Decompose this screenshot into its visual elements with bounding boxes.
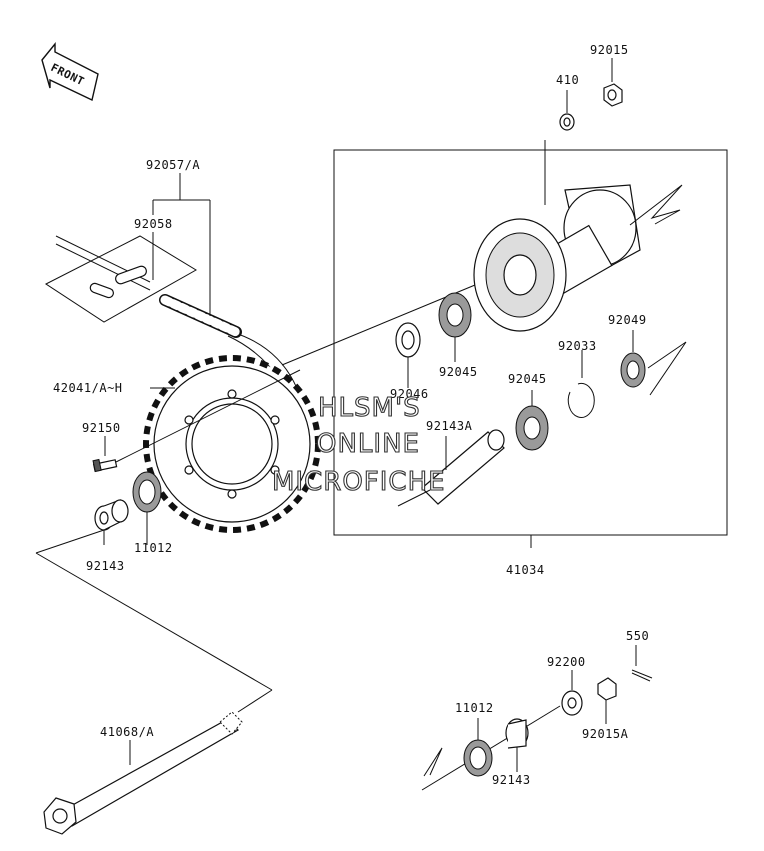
- hub-seal-92049: [620, 330, 687, 396]
- label-92015A: 92015A: [582, 727, 629, 741]
- circlip-92033: [567, 350, 595, 418]
- label-41068A: 41068/A: [100, 725, 154, 739]
- hub-seal-92046: [395, 322, 421, 388]
- label-92143-left: 92143: [86, 559, 125, 573]
- label-42041: 42041/A~H: [53, 381, 123, 395]
- hub-bearing-upper: [438, 292, 472, 362]
- hub-nut: [603, 58, 623, 107]
- label-92045-lower: 92045: [508, 372, 547, 386]
- watermark-line-1: HLSM'S: [318, 393, 421, 423]
- label-92046: 92046: [390, 387, 429, 401]
- label-92045-upper: 92045: [439, 365, 478, 379]
- label-92200: 92200: [547, 655, 586, 669]
- hub-assembly-frame: [333, 149, 728, 548]
- label-92057A: 92057/A: [146, 158, 200, 172]
- label-92033: 92033: [558, 339, 597, 353]
- label-41034: 41034: [506, 563, 545, 577]
- rear-hub: [473, 140, 683, 332]
- chain-leaders: [152, 173, 211, 316]
- label-550: 550: [626, 629, 649, 643]
- label-11012-left: 11012: [134, 541, 173, 555]
- hub-washer: [559, 90, 575, 131]
- label-92143-right: 92143: [492, 773, 531, 787]
- right-side-parts: [421, 645, 653, 791]
- left-oil-seal: [132, 471, 162, 545]
- left-collar: [94, 499, 129, 545]
- axle-path-lines: [35, 529, 273, 713]
- label-11012-right: 11012: [455, 701, 494, 715]
- drive-chain: [159, 294, 242, 338]
- label-92015: 92015: [590, 43, 629, 57]
- label-410: 410: [556, 73, 579, 87]
- watermark-line-3: MICROFICHE: [272, 467, 446, 497]
- watermark-line-2: ONLINE: [316, 429, 420, 459]
- front-direction-arrow: FRONT: [41, 42, 99, 102]
- label-92143A: 92143A: [426, 419, 473, 433]
- hub-bearing-lower: [515, 390, 549, 451]
- rear-axle: [43, 711, 243, 835]
- rear-sprocket: [143, 355, 321, 533]
- label-92058: 92058: [134, 217, 173, 231]
- hub-spacer-tube: [397, 429, 505, 507]
- watermark: HLSM'S ONLINE MICROFICHE: [271, 392, 446, 497]
- label-92150: 92150: [82, 421, 121, 435]
- master-link-detail: [45, 235, 197, 323]
- sprocket-bolt: [92, 369, 301, 473]
- label-92049: 92049: [608, 313, 647, 327]
